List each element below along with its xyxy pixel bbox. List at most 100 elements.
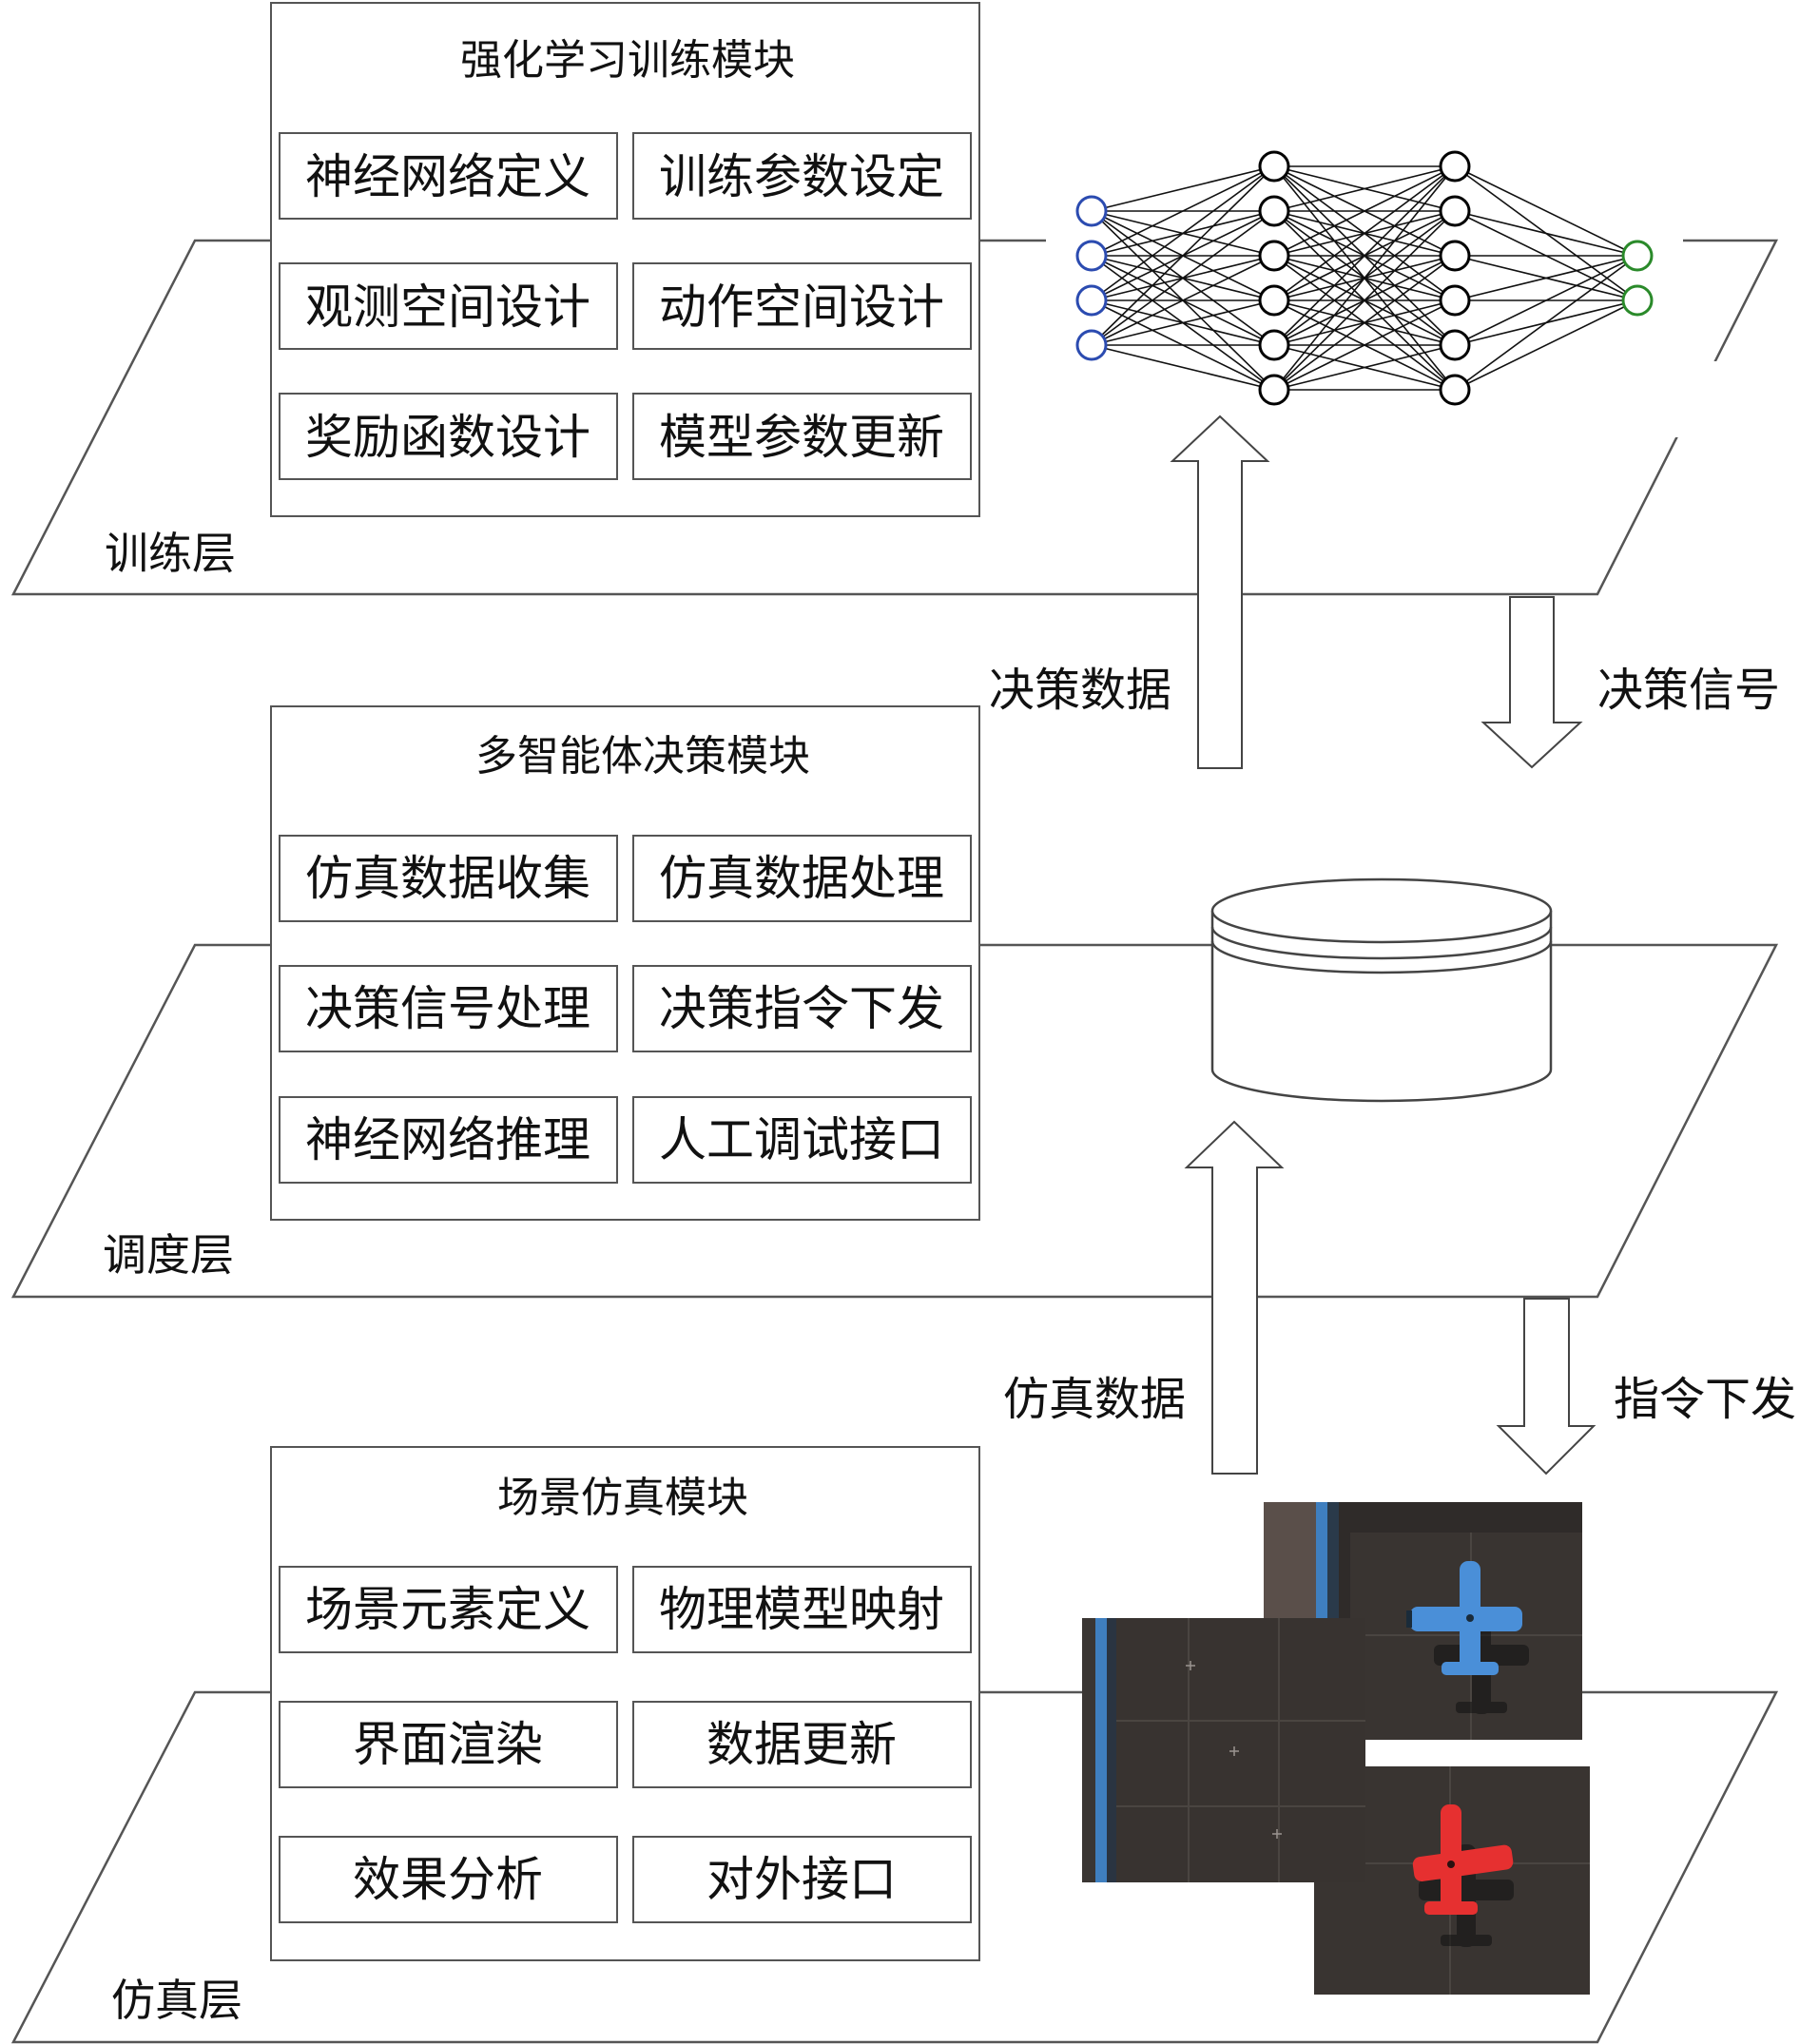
module-item: 训练参数设定 [659,149,944,204]
module-item-box [279,262,618,350]
red-plane-icon [1412,1804,1514,1915]
label-sim-data: 仿真数据 [1003,1373,1186,1426]
nn-connection [1091,165,1275,257]
sim-screen-left [1082,1618,1365,1882]
module-item-box [632,1096,972,1184]
nn-input-node [1075,284,1108,317]
arrow-down-decision-signal [1480,596,1583,769]
module-item: 决策信号处理 [305,981,590,1036]
nn-connection [1091,299,1275,346]
module-item-box [632,1836,972,1923]
nn-hidden-node [1258,195,1290,227]
nn-hidden-node [1439,374,1471,406]
module-item-box [279,965,618,1052]
nn-hidden-node [1439,240,1471,272]
module-item: 动作空间设计 [659,280,944,335]
nn-connection [1273,165,1456,301]
nn-connection [1454,255,1638,346]
module-item-box [632,965,972,1052]
nn-hidden-node [1439,195,1471,227]
plane-edge-mask [1046,228,1683,257]
label-decision-data: 决策数据 [989,664,1171,717]
module-title: 多智能体决策模块 [475,732,810,781]
module-item: 奖励函数设计 [305,410,590,465]
nn-connection [1454,165,1638,257]
layer-label-scheduling: 调度层 [103,1229,234,1281]
module-item: 界面渲染 [353,1717,543,1772]
module-item-box [632,132,972,220]
module-title: 强化学习训练模块 [460,36,795,85]
nn-connection [1091,344,1275,391]
nn-connection [1273,299,1456,391]
neural-network-icon [1075,150,1654,406]
simulation-module: 场景仿真模块 场景元素定义 物理模型映射 界面渲染 数据更新 效果分析 对外接口 [270,1446,980,1961]
module-item: 仿真数据收集 [305,851,590,906]
module-item-box [279,1566,618,1653]
arrow-up-sim-data [1184,1120,1285,1475]
nn-input-node [1075,240,1108,272]
nn-connection [1454,299,1638,391]
nn-connection [1454,255,1638,301]
nn-connection [1091,210,1275,346]
nn-input-node [1075,195,1108,227]
simulation-screens [1082,1502,1590,1995]
nn-hidden-node [1439,329,1471,361]
nn-connection [1273,344,1456,391]
nn-hidden-node [1439,284,1471,317]
module-title: 场景仿真模块 [497,1474,748,1522]
nn-connection [1273,210,1456,391]
layer-label-simulation: 仿真层 [111,1975,242,2026]
module-item-box [279,1701,618,1788]
arrow-down-command-issue [1496,1298,1596,1475]
nn-hidden-node [1258,150,1290,183]
nn-connection [1091,255,1275,346]
nn-connection [1454,255,1638,391]
nn-hidden-node [1258,240,1290,272]
module-item: 模型参数更新 [659,410,944,465]
nn-output-node [1621,284,1654,317]
nn-connection [1091,165,1275,212]
training-module: 强化学习训练模块 神经网络定义 训练参数设定 观测空间设计 动作空间设计 奖励函… [270,2,980,517]
nn-connection [1273,165,1456,346]
nn-connection [1273,165,1456,391]
scheduling-module: 多智能体决策模块 仿真数据收集 仿真数据处理 决策信号处理 决策指令下发 神经网… [270,705,980,1221]
module-item: 效果分析 [353,1852,543,1907]
nn-hidden-node [1258,374,1290,406]
module-item-box [632,393,972,480]
module-item-box [279,1836,618,1923]
label-decision-signal: 决策信号 [1597,664,1780,717]
nn-output-node [1621,240,1654,272]
module-item-box [632,262,972,350]
nn-connection [1454,210,1638,257]
module-item-box [279,393,618,480]
module-item-box [279,1096,618,1184]
module-item: 对外接口 [706,1852,897,1907]
module-item: 场景元素定义 [305,1582,590,1637]
database-icon [1210,877,1553,1103]
module-item: 神经网络定义 [305,149,590,204]
layer-label-training: 训练层 [105,528,236,579]
nn-connection [1273,255,1456,391]
nn-connection [1091,165,1275,346]
plane-edge-mask [1674,361,1731,437]
module-item: 决策指令下发 [659,981,944,1036]
module-item: 人工调试接口 [659,1112,944,1167]
module-item: 仿真数据处理 [659,851,944,906]
module-item-box [632,1566,972,1653]
module-item: 物理模型映射 [659,1582,944,1637]
module-item: 神经网络推理 [305,1112,590,1167]
blue-plane-icon [1406,1561,1522,1675]
nn-connection [1273,165,1456,257]
nn-connection [1091,165,1275,301]
module-item-box [632,835,972,922]
module-item-box [279,132,618,220]
nn-connection [1273,165,1456,212]
arrow-up-decision-data [1170,415,1270,769]
module-item: 数据更新 [706,1717,897,1772]
nn-hidden-node [1258,284,1290,317]
nn-input-node [1075,329,1108,361]
nn-hidden-node [1439,150,1471,183]
module-item-box [279,835,618,922]
label-command-issue: 指令下发 [1614,1373,1796,1426]
